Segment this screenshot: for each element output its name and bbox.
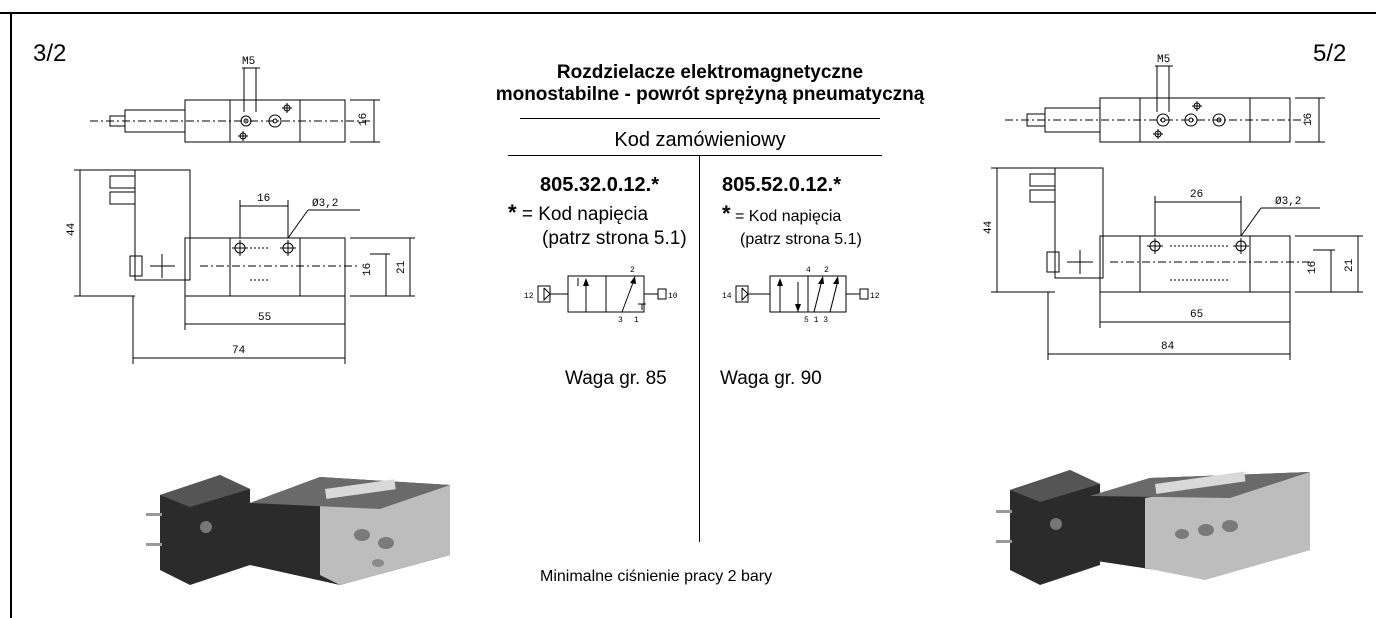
left-weight: Waga gr. 85 [565,368,667,389]
dim-label: 65 [1190,309,1203,321]
right-valve-photo [996,470,1310,585]
left-order-code: 805.32.0.12.* [540,174,659,196]
title-line-2: monostabilne - powrót sprężyną pneumatyc… [495,84,925,105]
dim-label: 16 [1303,113,1315,126]
dim-label: Ø3,2 [1275,196,1301,208]
dim-label: 84 [1161,341,1175,353]
left-valve-drawing: M5 16 [66,56,415,364]
port-label: 2 [824,266,829,275]
page-title: Rozdzielacze elektromagnetyczne monostab… [440,62,980,106]
dim-label: 74 [232,345,246,357]
table-column-divider [699,156,700,542]
left-border [10,12,12,618]
right-voltage-note: * = Kod napięcia [722,203,841,228]
dim-label: 44 [983,220,995,234]
dim-label: 26 [1190,189,1203,201]
asterisk-icon: * [722,201,731,226]
right-page-ref: (patrz strona 5.1) [740,231,862,248]
right-pneumatic-symbol: 14 4 2 5 1 3 12 [722,266,880,325]
dim-label: 21 [396,260,408,274]
right-weight: Waga gr. 90 [720,368,822,389]
left-valve-photo [146,475,450,585]
port-label: 10 [668,292,678,301]
left-page-ref: (patrz strona 5.1) [542,228,687,249]
right-valve-drawing: M5 16 [983,54,1363,360]
dim-label: 55 [258,312,271,324]
dim-label: M5 [1157,54,1170,66]
table-header-rule [508,155,882,156]
table-top-rule [520,118,880,119]
dim-label: 16 [358,113,370,126]
port-label: 1 [634,316,639,325]
right-tag: 5/2 [1313,40,1347,67]
left-tag: 3/2 [33,40,67,67]
top-border [0,12,1376,14]
dim-label: M5 [242,56,255,68]
port-label: 2 [630,266,635,275]
port-label: 12 [524,292,534,301]
dim-label: Ø3,2 [312,198,338,210]
port-label: 3 [618,316,623,325]
order-code-header: Kod zamówieniowy [614,129,786,151]
port-label: 12 [870,292,880,301]
dim-label: 44 [66,222,78,236]
dim-label: 16 [362,263,374,276]
dim-label: 16 [1307,261,1319,274]
footer-note: Minimalne ciśnienie pracy 2 bary [540,568,773,585]
left-voltage-note: * = Kod napięcia [508,202,648,226]
title-line-1: Rozdzielacze elektromagnetyczne [556,62,864,83]
dim-label: 16 [257,193,270,205]
asterisk-icon: * [508,200,517,225]
dim-label: 21 [1344,258,1356,272]
port-label: 14 [722,292,732,301]
left-pneumatic-symbol: 12 2 3 1 10 [524,266,678,325]
port-label: 4 [806,266,811,275]
right-order-code: 805.52.0.12.* [722,174,841,196]
right-voltage-text: = Kod napięcia [735,208,842,225]
port-label: 5 1 3 [804,316,828,325]
left-voltage-text: = Kod napięcia [521,204,649,225]
